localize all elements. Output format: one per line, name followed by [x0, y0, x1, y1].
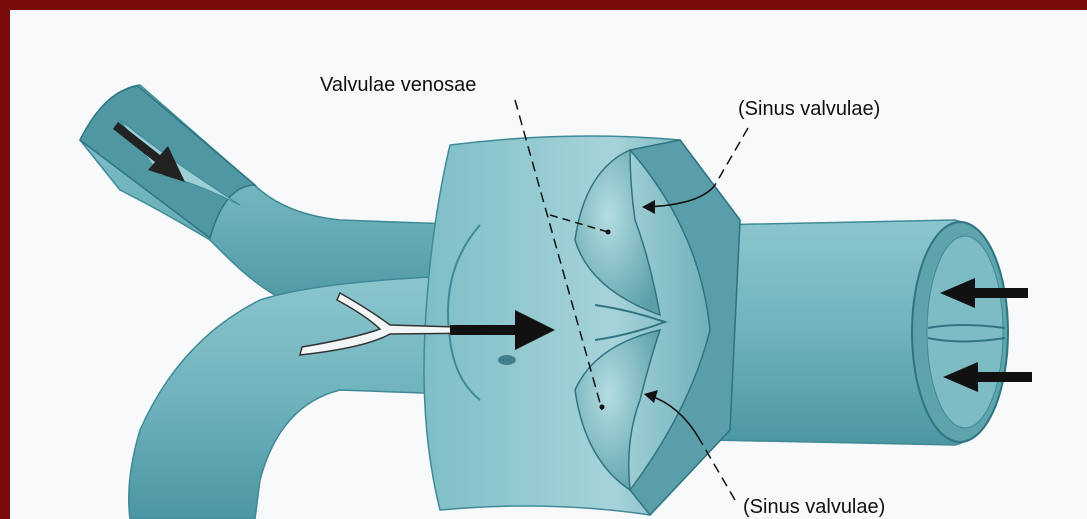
label-valvulae-venosae: Valvulae venosae: [320, 74, 476, 97]
vein-valve-diagram: [10, 10, 1087, 519]
small-ostium: [498, 355, 516, 365]
valvulae-upper-dot: [606, 230, 611, 235]
valvulae-lower-dot: [600, 405, 605, 410]
diagram-frame: Valvulae venosae (Sinus valvulae) (Sinus…: [10, 10, 1087, 519]
leader-sinus-top: [715, 128, 748, 185]
label-sinus-valvulae-bottom: (Sinus valvulae): [743, 496, 885, 519]
right-vessel-inner: [927, 236, 1003, 428]
label-sinus-valvulae-top: (Sinus valvulae): [738, 98, 880, 121]
